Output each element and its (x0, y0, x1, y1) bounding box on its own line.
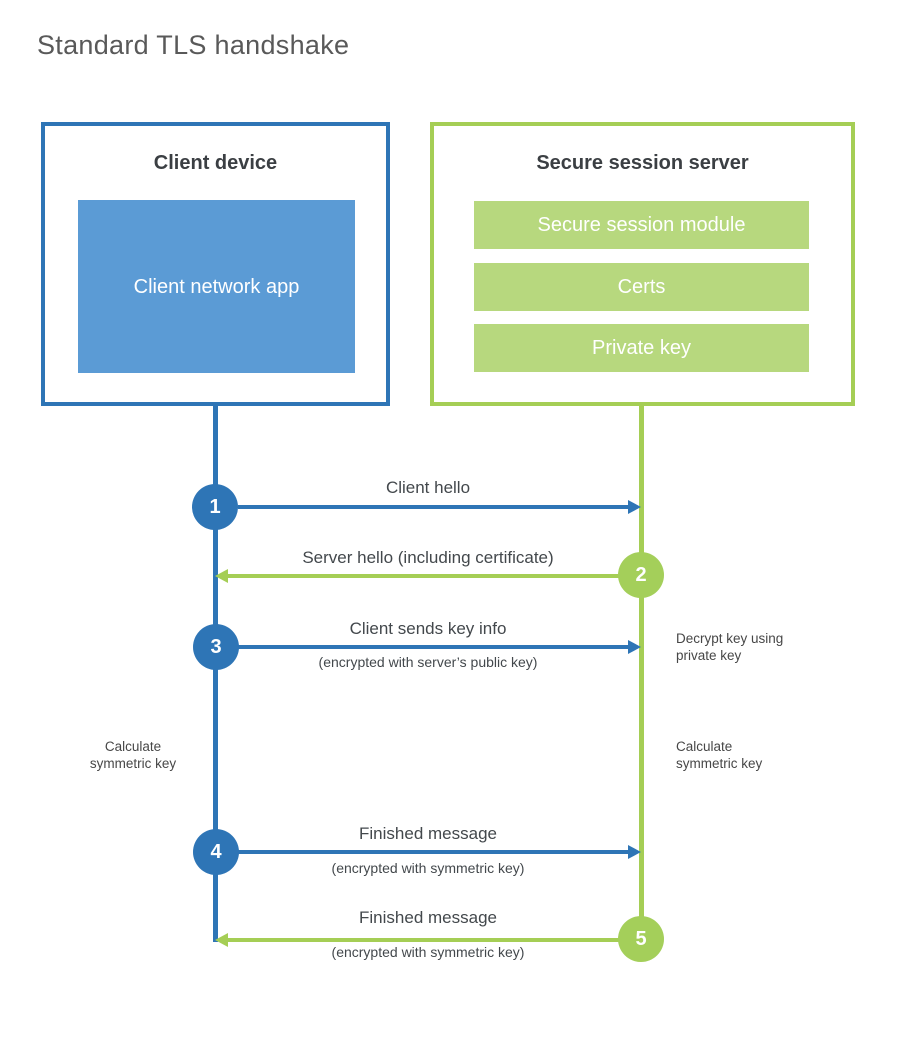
client-lifeline (213, 406, 218, 942)
message-label-step-1: Client hello (385, 478, 471, 497)
secure-session-module-bar: Secure session module (474, 201, 809, 249)
arrow-step-5 (215, 933, 641, 947)
step-marker-5: 5 (618, 916, 664, 962)
arrowhead-right-icon (628, 845, 641, 859)
note-decrypt-key: Decrypt key using private key (676, 631, 784, 663)
message-label-step-4: Finished message (359, 824, 497, 843)
client-network-app-label: Client network app (133, 275, 300, 298)
step-marker-3: 3 (193, 624, 239, 670)
note-calculate-symmetric-key-client: Calculate symmetric key (89, 739, 177, 771)
server-box: Secure session server Secure session mod… (430, 122, 855, 406)
arrowhead-right-icon (628, 500, 641, 514)
arrow-step-2 (215, 569, 641, 583)
note-calculate-symmetric-key-server: Calculate symmetric key (676, 739, 763, 771)
server-lifeline (639, 406, 644, 940)
message-label-step-5: Finished message (359, 908, 497, 927)
arrowhead-left-icon (215, 933, 228, 947)
private-key-bar: Private key (474, 324, 809, 372)
message-label-step-2: Server hello (including certificate) (302, 548, 554, 567)
arrow-step-4 (238, 845, 641, 859)
step-marker-4: 4 (193, 829, 239, 875)
arrow-step-3 (238, 640, 641, 654)
message-sublabel-step-5: (encrypted with symmetric key) (331, 944, 525, 960)
message-sublabel-step-4: (encrypted with symmetric key) (331, 860, 525, 876)
client-network-app-box: Client network app (78, 200, 355, 373)
arrowhead-left-icon (215, 569, 228, 583)
message-label-step-3: Client sends key info (349, 619, 507, 638)
message-sublabel-step-3: (encrypted with server’s public key) (318, 654, 538, 670)
step-marker-1: 1 (192, 484, 238, 530)
arrowhead-right-icon (628, 640, 641, 654)
certs-bar: Certs (474, 263, 809, 311)
server-title: Secure session server (536, 152, 749, 174)
arrow-step-1 (238, 500, 641, 514)
client-device-box: Client device Client network app (41, 122, 390, 406)
page-title: Standard TLS handshake (37, 30, 350, 60)
step-marker-2: 2 (618, 552, 664, 598)
client-device-title: Client device (153, 152, 278, 174)
